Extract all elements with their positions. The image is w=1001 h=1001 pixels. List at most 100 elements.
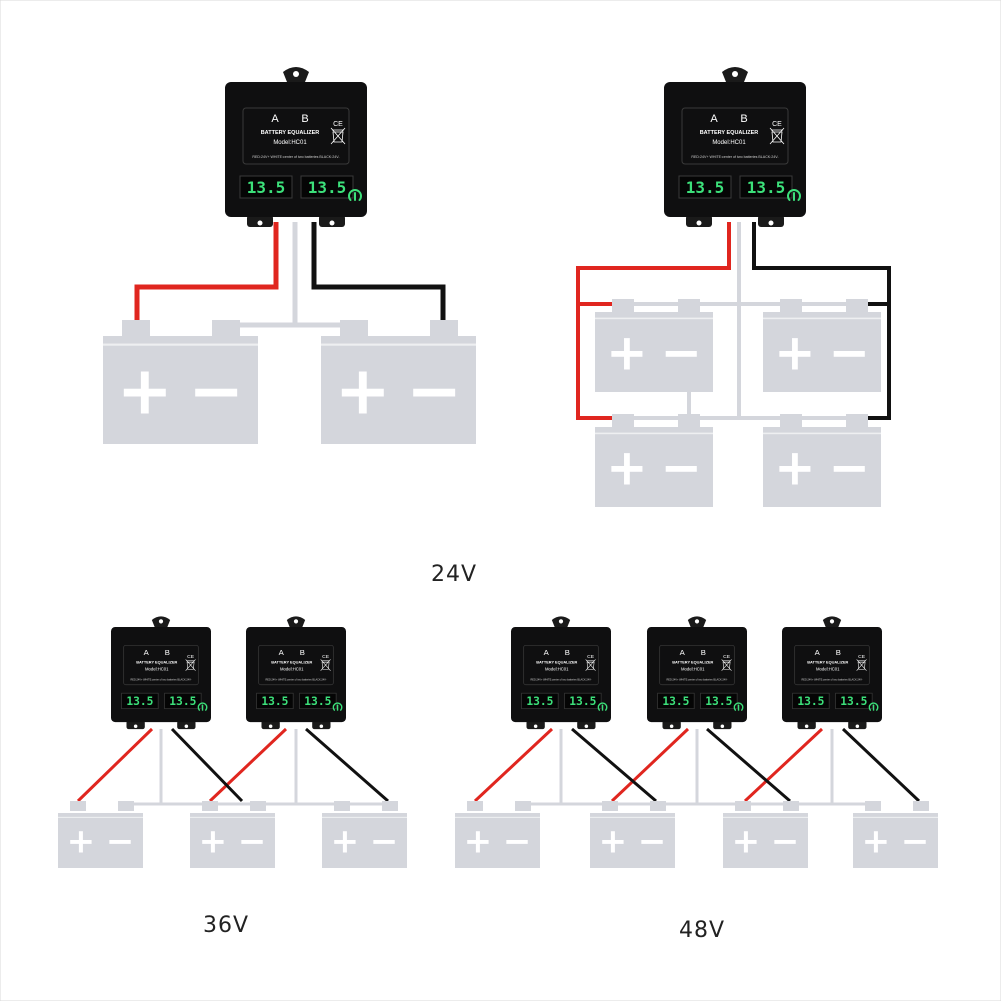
battery-plus-symbol: + (199, 821, 228, 861)
battery-terminal-positive (202, 801, 218, 811)
device-title: BATTERY EQUALIZER (700, 130, 759, 136)
wire-center (523, 729, 873, 806)
battery-plus-symbol: + (774, 323, 816, 381)
wire-negative (170, 727, 389, 803)
wire-negative (752, 222, 891, 420)
mount-hole (158, 619, 164, 624)
voltage-display-a (678, 175, 732, 199)
voltage-display-a (792, 692, 830, 710)
device-model: Model:HC01 (280, 667, 304, 672)
battery-minus-symbol: − (503, 821, 532, 861)
device-model: Model:HC01 (545, 667, 569, 672)
power-icon (733, 702, 744, 711)
label-panel (242, 107, 350, 165)
wiring-note: RED:24V+ WHITE:center of two batteries B… (265, 679, 326, 682)
battery: +− (455, 801, 540, 868)
device-title: BATTERY EQUALIZER (807, 660, 848, 665)
battery-body (853, 813, 938, 868)
label-panel (659, 644, 735, 686)
voltage-display-b (164, 692, 202, 710)
voltage-display-a-value: 13.5 (797, 695, 824, 708)
battery-terminal-negative (430, 320, 458, 338)
weee-bin-icon (320, 659, 331, 671)
ce-mark-icon: CE (858, 654, 866, 660)
battery-minus-symbol: − (828, 323, 870, 381)
battery-body (723, 813, 808, 868)
battery-minus-symbol: − (406, 351, 462, 429)
battery: +− (763, 299, 881, 392)
battery-lid-line (58, 816, 143, 818)
battery-plus-symbol: + (606, 438, 648, 496)
battery-plus-symbol: + (606, 323, 648, 381)
battery: +− (723, 801, 808, 868)
battery-plus-symbol: + (862, 821, 891, 861)
battery-terminal-positive (735, 801, 751, 811)
channel-a-label: A (680, 648, 686, 657)
voltage-display-b (739, 175, 793, 199)
weee-bin-icon (721, 659, 732, 671)
power-icon (787, 189, 801, 201)
device-model: Model:HC01 (712, 140, 746, 146)
channel-b-label: B (300, 648, 305, 657)
battery: +− (595, 299, 713, 392)
voltage-display-a (121, 692, 159, 710)
voltage-display-b (300, 175, 354, 199)
channel-a-label: A (710, 113, 718, 125)
battery-body (763, 427, 881, 507)
battery-terminal-negative (678, 414, 700, 428)
battery-lid-line (455, 816, 540, 818)
battery-plus-symbol: + (732, 821, 761, 861)
device-model: Model:HC01 (273, 140, 307, 146)
channel-b-label: B (301, 113, 308, 125)
battery-lid-line (190, 816, 275, 818)
weee-bin-icon (856, 659, 867, 671)
voltage-label-24v: 24V (431, 562, 478, 587)
voltage-display-b-value: 13.5 (169, 695, 196, 708)
battery-plus-symbol: + (335, 351, 391, 429)
battery-lid-line (763, 432, 881, 435)
wiring-note: RED:24V+ WHITE:center of two batteries B… (530, 679, 591, 682)
wire-center (226, 222, 353, 328)
label-panel (681, 107, 789, 165)
battery-minus-symbol: − (188, 351, 244, 429)
battery-lid-line (763, 317, 881, 320)
channel-a-label: A (815, 648, 821, 657)
battery-plus-symbol: + (117, 351, 173, 429)
power-icon (597, 702, 608, 711)
device-title: BATTERY EQUALIZER (261, 130, 320, 136)
wire-positive (473, 727, 824, 803)
ce-mark-icon: CE (187, 654, 195, 660)
device-model: Model:HC01 (145, 667, 169, 672)
voltage-display-a-value: 13.5 (662, 695, 689, 708)
mount-hole (293, 71, 299, 77)
battery-minus-symbol: − (106, 821, 135, 861)
battery-terminal-positive (467, 801, 483, 811)
channel-b-label: B (836, 648, 841, 657)
battery-lid-line (595, 317, 713, 320)
battery-minus-symbol: − (901, 821, 930, 861)
battery-body (103, 336, 258, 444)
channel-a-label: A (271, 113, 279, 125)
battery-terminal-positive (334, 801, 350, 811)
battery-terminal-negative (913, 801, 929, 811)
battery-body (190, 813, 275, 868)
mount-hole (558, 619, 564, 624)
battery-terminal-negative (212, 320, 240, 338)
voltage-display-a-value: 13.5 (261, 695, 288, 708)
device-model: Model:HC01 (816, 667, 840, 672)
wire-negative (571, 727, 921, 803)
battery-minus-symbol: − (771, 821, 800, 861)
voltage-display-a (521, 692, 559, 710)
battery-lid-line (853, 816, 938, 818)
device-title: BATTERY EQUALIZER (536, 660, 577, 665)
channel-b-label: B (565, 648, 570, 657)
device-title: BATTERY EQUALIZER (672, 660, 713, 665)
battery: +− (853, 801, 938, 868)
voltage-display-b (835, 692, 873, 710)
battery: +− (595, 414, 713, 507)
wiring-note: RED:24V+ WHITE:center of two batteries B… (801, 679, 862, 682)
battery-lid-line (723, 816, 808, 818)
battery-terminal-negative (846, 299, 868, 313)
